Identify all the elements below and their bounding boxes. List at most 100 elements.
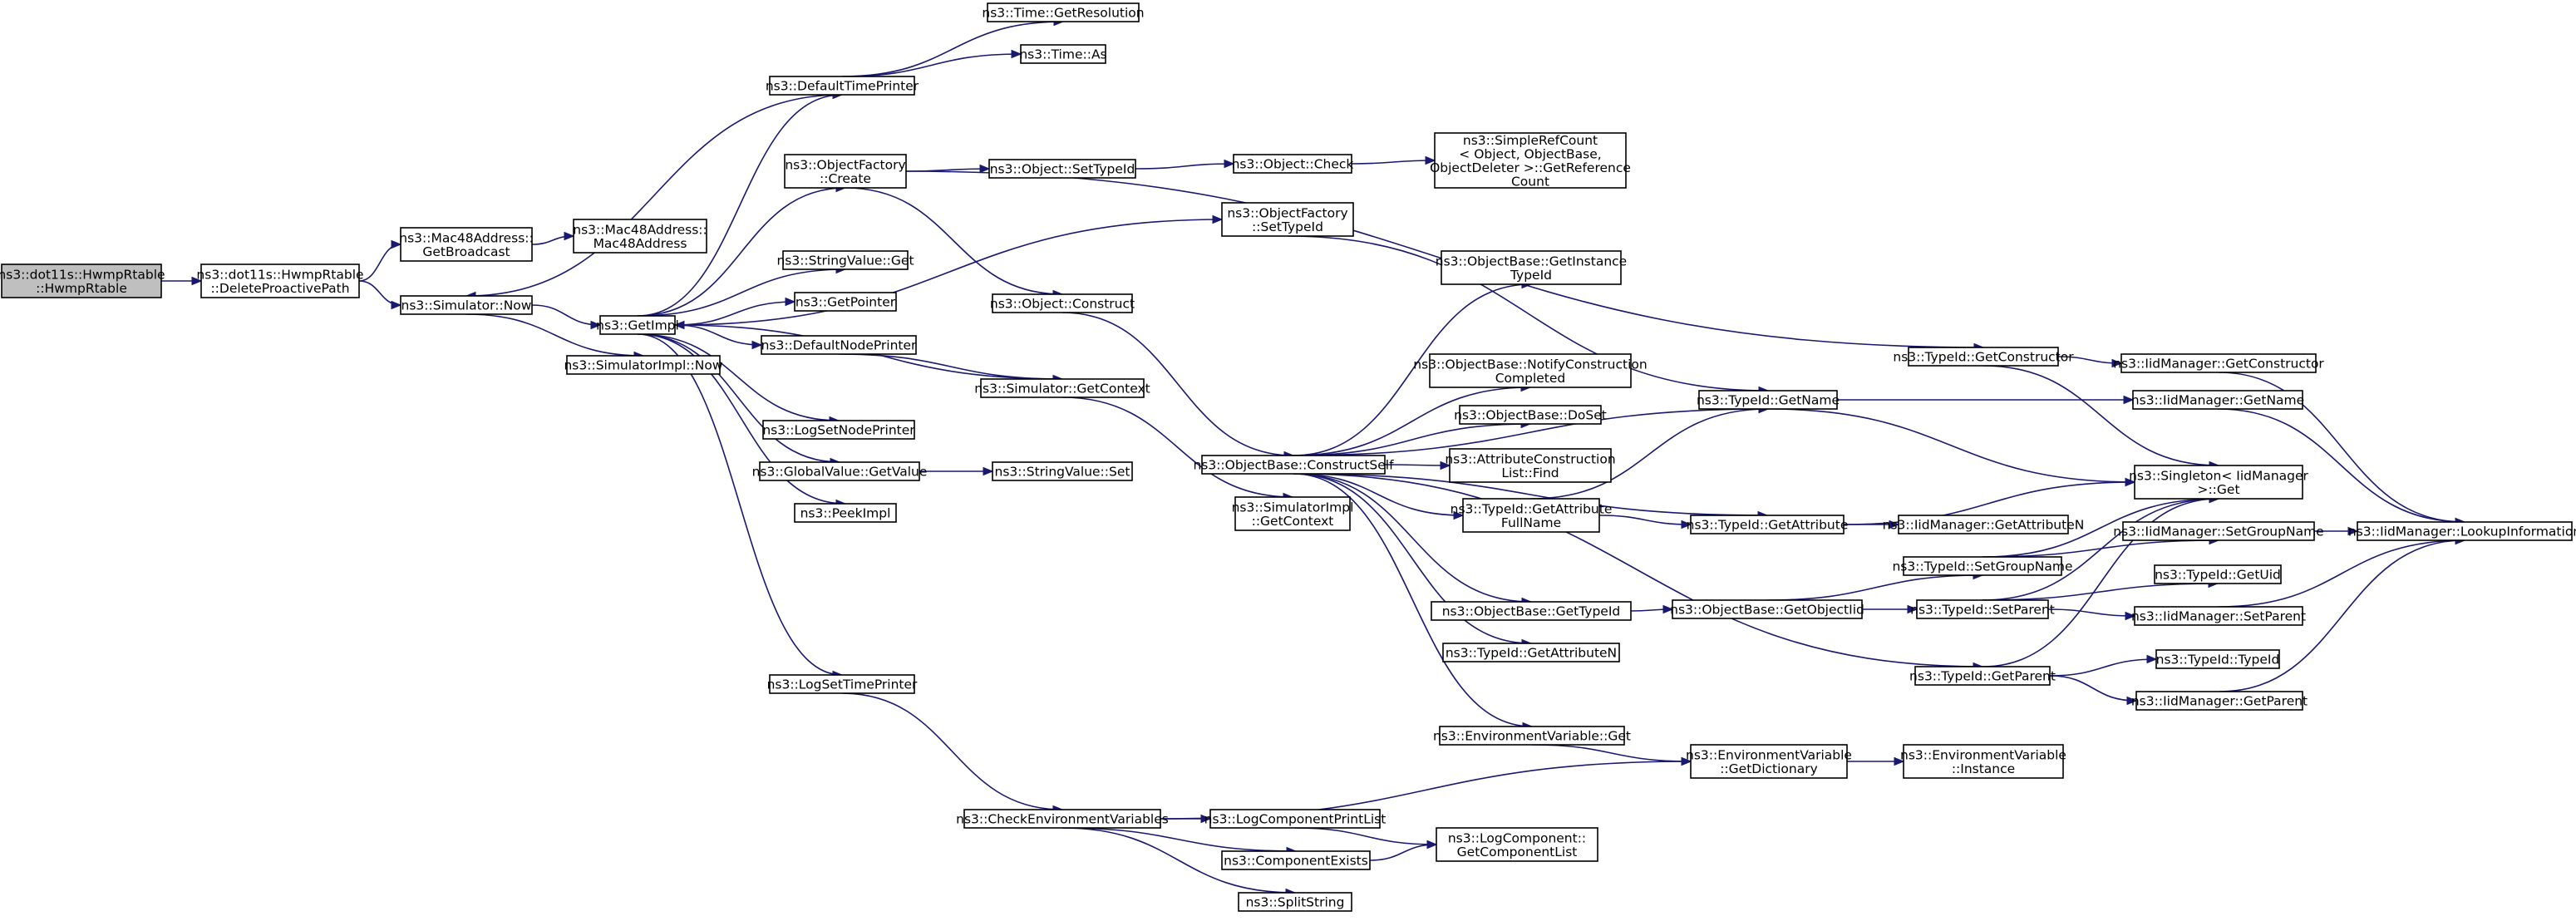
node-logCompPrintList[interactable]: ns3::LogComponentPrintList	[1204, 809, 1387, 829]
node-iidGetAttributeN[interactable]: ns3::IidManager::GetAttributeN	[1883, 515, 2085, 534]
node-defaultTimePrinter[interactable]: ns3::DefaultTimePrinter	[766, 76, 919, 96]
node-simImplGetContext[interactable]: ns3::SimulatorImpl::GetContext	[1232, 496, 1354, 531]
node-label-line: ns3::SimulatorImpl	[1232, 500, 1354, 515]
node-simNow[interactable]: ns3::Simulator::Now	[400, 295, 533, 315]
arrowhead-typeIdGetAttrFullName-to-typeIdGetAttribute	[1681, 520, 1692, 529]
node-label-line: ns3::TypeId::GetParent	[1909, 669, 2056, 684]
node-getImpl[interactable]: ns3::GetImpl	[596, 315, 679, 335]
node-objSetTypeId[interactable]: ns3::Object::SetTypeId	[988, 159, 1136, 179]
node-envVarInstance[interactable]: ns3::EnvironmentVariable::Instance	[1900, 744, 2066, 779]
node-label-line: ns3::Object::Construct	[990, 297, 1135, 312]
node-macGetBroadcast[interactable]: ns3::Mac48Address::GetBroadcast	[399, 227, 534, 262]
node-objCheck[interactable]: ns3::Object::Check	[1232, 154, 1354, 174]
edge-getImpl-to-globalValueGet	[637, 333, 840, 463]
node-box	[200, 263, 360, 298]
node-logCompGetList[interactable]: ns3::LogComponent::GetComponentList	[1436, 827, 1598, 862]
node-label-line: Mac48Address	[594, 236, 687, 251]
node-stringValueSet[interactable]: ns3::StringValue::Set	[992, 461, 1133, 481]
node-simpleRef[interactable]: ns3::SimpleRefCount< Object, ObjectBase,…	[1430, 132, 1631, 190]
node-box	[1209, 809, 1381, 829]
node-label-line: ns3::LogComponent::	[1448, 830, 1586, 845]
node-typeIdGetAttributeN[interactable]: ns3::TypeId::GetAttributeN	[1442, 643, 1620, 662]
edge-simGetContext-to-simImplGetContext	[1061, 396, 1293, 498]
node-box	[1449, 448, 1612, 483]
edge-constructSelf-to-getInstanceTypeId	[1293, 283, 1532, 456]
node-box	[1233, 154, 1352, 174]
node-logSetNodePrinter[interactable]: ns3::LogSetNodePrinter	[762, 420, 915, 440]
node-typeIdGetParent[interactable]: ns3::TypeId::GetParent	[1909, 666, 2056, 686]
node-iidGetParent[interactable]: ns3::IidManager::GetParent	[2131, 691, 2308, 711]
node-objConstruct[interactable]: ns3::Object::Construct	[990, 293, 1135, 313]
node-splitString[interactable]: ns3::SplitString	[1238, 892, 1352, 912]
node-macCtor[interactable]: ns3::Mac48Address::Mac48Address	[573, 219, 707, 254]
node-label-line: ns3::StringValue::Get	[776, 254, 914, 268]
arrowhead-macGetBroadcast-to-macCtor	[564, 231, 575, 241]
node-box	[599, 315, 676, 335]
edge-objSetTypeId-to-objCheck	[1135, 163, 1234, 170]
node-compExists[interactable]: ns3::ComponentExists	[1221, 850, 1371, 870]
node-timeGetRes[interactable]: ns3::Time::GetResolution	[982, 2, 1145, 22]
node-deleteProactive[interactable]: ns3::dot11s::HwmpRtable::DeleteProactive…	[196, 263, 364, 298]
node-typeIdGetConstructor[interactable]: ns3::TypeId::GetConstructor	[1893, 347, 2074, 367]
node-iidGetName[interactable]: ns3::IidManager::GetName	[2131, 390, 2304, 410]
node-timeAs[interactable]: ns3::Time::As	[1019, 44, 1107, 64]
node-label-line: ns3::TypeId::SetGroupName	[1892, 559, 2072, 574]
node-iidSetParent[interactable]: ns3::IidManager::SetParent	[2131, 606, 2306, 626]
node-root[interactable]: ns3::dot11s::HwmpRtable::HwmpRtable	[0, 263, 165, 298]
node-objBaseGetTypeId[interactable]: ns3::ObjectBase::GetTypeId	[1431, 601, 1632, 621]
node-doSet[interactable]: ns3::ObjectBase::DoSet	[1454, 405, 1607, 425]
node-peekImpl[interactable]: ns3::PeekImpl	[794, 503, 897, 523]
edge-iidGetName-to-iidLookup	[2217, 408, 2465, 523]
node-defaultNodePrinter[interactable]: ns3::DefaultNodePrinter	[761, 335, 917, 355]
node-box	[761, 335, 917, 355]
node-label-line: ns3::TypeId::GetUid	[2155, 568, 2281, 583]
edge-getImpl-to-getPointer	[674, 301, 795, 326]
node-box	[1, 263, 162, 298]
arrowhead-constructSelf-to-attrConstructFind	[1440, 460, 1451, 470]
node-iidLookup[interactable]: ns3::IidManager::LookupInformation	[2348, 521, 2576, 541]
node-iidGetConstructor[interactable]: ns3::IidManager::GetConstructor	[2113, 353, 2324, 373]
node-objFactoryCreate[interactable]: ns3::ObjectFactory::Create	[784, 154, 907, 189]
node-box	[2132, 390, 2303, 410]
node-simGetContext[interactable]: ns3::Simulator::GetContext	[974, 378, 1150, 398]
node-constructSelf[interactable]: ns3::ObjectBase::ConstructSelf	[1193, 455, 1394, 475]
node-iidSetGroupName[interactable]: ns3::IidManager::SetGroupName	[2113, 521, 2324, 541]
node-label-line: ns3::StringValue::Set	[995, 465, 1130, 480]
node-label-line: ::SetTypeId	[1252, 219, 1323, 234]
node-envVarGet[interactable]: ns3::EnvironmentVariable::Get	[1433, 726, 1631, 746]
node-singletonGet[interactable]: ns3::Singleton< IidManager>::Get	[2129, 465, 2309, 500]
node-label-line: ns3::LogSetTimePrinter	[767, 677, 918, 692]
node-box	[759, 461, 920, 481]
node-objBaseGetObjectIid[interactable]: ns3::ObjectBase::GetObjectIid	[1670, 599, 1864, 619]
node-typeIdGetAttribute[interactable]: ns3::TypeId::GetAttribute	[1687, 515, 1849, 534]
node-globalValueGet[interactable]: ns3::GlobalValue::GetValue	[752, 461, 928, 481]
node-getPointer[interactable]: ns3::GetPointer	[794, 292, 897, 312]
node-box	[1431, 601, 1632, 621]
node-label-line: ns3::Time::As	[1019, 47, 1106, 62]
node-stringValueGet[interactable]: ns3::StringValue::Get	[776, 250, 914, 270]
node-logSetTimePrinter[interactable]: ns3::LogSetTimePrinter	[767, 674, 918, 694]
node-notifyConstruction[interactable]: ns3::ObjectBase::NotifyConstructionCompl…	[1413, 353, 1648, 388]
node-label-line: ns3::SplitString	[1246, 895, 1345, 910]
node-typeIdTypeId[interactable]: ns3::TypeId::TypeId	[2155, 649, 2280, 669]
edge-iidGetParent-to-iidLookup	[2219, 539, 2465, 692]
node-label-line: ns3::Object::SetTypeId	[990, 162, 1135, 177]
node-envVarGetDict[interactable]: ns3::EnvironmentVariable::GetDictionary	[1686, 744, 1852, 779]
node-objFactorySetTypeId[interactable]: ns3::ObjectFactory::SetTypeId	[1221, 202, 1354, 237]
node-box	[1903, 556, 2062, 576]
node-typeIdGetName[interactable]: ns3::TypeId::GetName	[1697, 390, 1840, 410]
node-label-line: ns3::TypeId::GetConstructor	[1893, 350, 2074, 365]
edge-defaultTimePrinter-to-simNow	[465, 94, 843, 297]
node-label-line: ns3::AttributeConstruction	[1445, 451, 1615, 466]
node-box	[762, 420, 915, 440]
node-typeIdSetParent[interactable]: ns3::TypeId::SetParent	[1910, 599, 2055, 619]
node-typeIdGetUid[interactable]: ns3::TypeId::GetUid	[2154, 564, 2282, 584]
node-typeIdSetGroupName[interactable]: ns3::TypeId::SetGroupName	[1892, 556, 2073, 576]
node-checkEnv[interactable]: ns3::CheckEnvironmentVariables	[956, 809, 1169, 829]
node-box	[1908, 347, 2059, 367]
node-simImplNow[interactable]: ns3::SimulatorImpl::Now	[564, 355, 723, 375]
